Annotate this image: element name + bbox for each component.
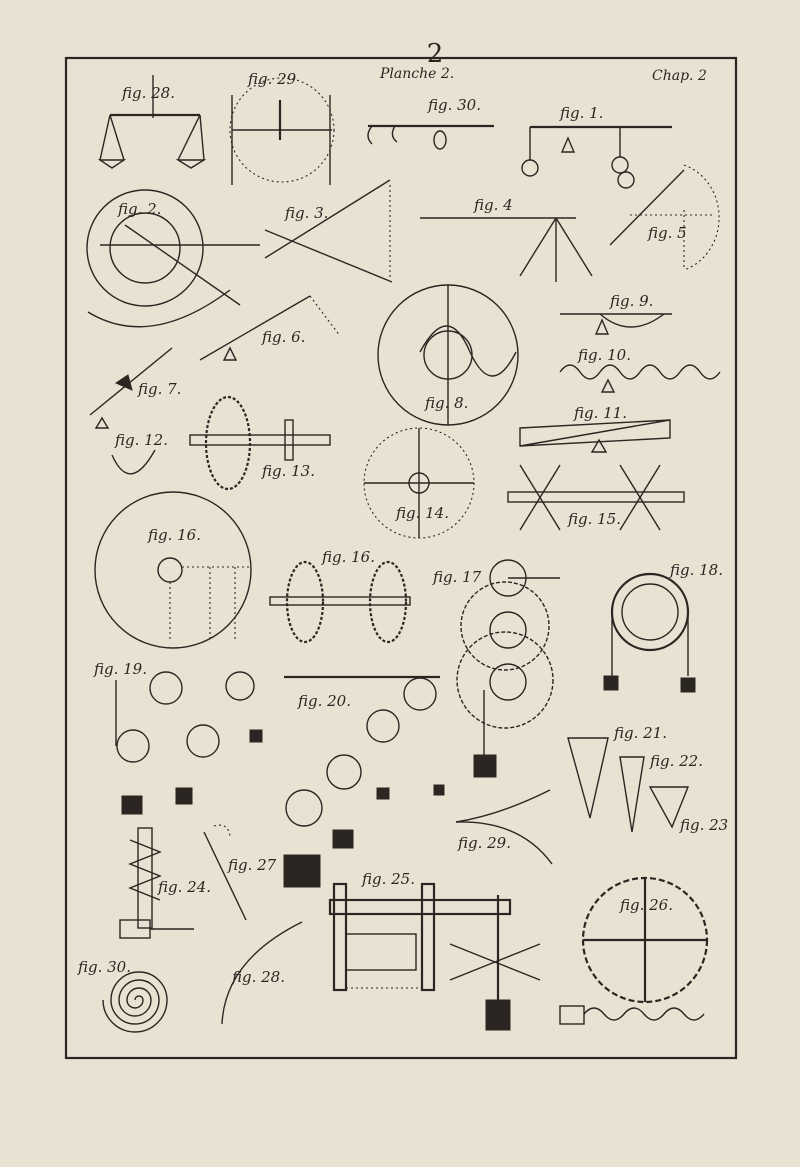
caption-fig28b: fig. 28. [231, 968, 285, 986]
figure-30-steelyard: fig. 30. [367, 96, 494, 150]
figure-26-worm-gear: fig. 26. [559, 876, 709, 1025]
caption-fig1: fig. 1. [559, 104, 603, 122]
caption-fig6: fig. 6. [261, 328, 305, 346]
caption-fig2: fig. 2. [117, 200, 161, 218]
figure-13-wheel-shaft: fig. 13. [189, 395, 331, 491]
caption-fig16b: fig. 16. [321, 548, 375, 566]
figure-6-inclined: fig. 6. [199, 295, 341, 361]
caption-fig8: fig. 8. [424, 394, 468, 412]
caption-fig24: fig. 24. [157, 878, 211, 896]
caption-fig7: fig. 7. [137, 380, 181, 398]
caption-fig11: fig. 11. [573, 404, 627, 422]
figure-17-gear-train: fig. 17 [432, 559, 560, 778]
figure-22-wedge: fig. 22. [619, 752, 703, 833]
figure-30-spiral: fig. 30. [77, 958, 168, 1033]
caption-fig3: fig. 3. [284, 204, 328, 222]
caption-fig15: fig. 15. [567, 510, 621, 528]
figure-20-compound-pulley: fig. 20. [283, 675, 445, 888]
figure-11-lever-wedge: fig. 11. [519, 404, 671, 453]
figure-28-balance: fig. 28. [97, 75, 207, 169]
figure-29-curve: fig. 29. [455, 789, 553, 865]
caption-fig13: fig. 13. [261, 462, 315, 480]
caption-fig5: fig. 5 [647, 224, 687, 242]
figure-10-wave: fig. 10. [559, 346, 721, 393]
caption-fig9: fig. 9. [609, 292, 653, 310]
caption-fig30b: fig. 30. [77, 958, 131, 976]
figure-25-press: fig. 25. [328, 870, 541, 1031]
caption-fig18: fig. 18. [669, 561, 723, 579]
figure-19-pulley-system: fig. 19. [93, 660, 263, 815]
plate-title: Planche 2. [379, 66, 454, 82]
figure-27-line: fig. 27 [203, 824, 277, 921]
caption-fig28a: fig. 28. [121, 84, 175, 102]
figure-23-wedge: fig. 23 [648, 786, 728, 834]
caption-fig22: fig. 22. [649, 752, 703, 770]
caption-fig4: fig. 4 [473, 196, 513, 214]
caption-fig29a: fig. 29 [247, 70, 297, 88]
caption-fig17: fig. 17 [432, 568, 482, 586]
caption-fig20: fig. 20. [297, 692, 351, 710]
figure-16-double-wheel: fig. 16. [269, 548, 411, 644]
caption-fig19: fig. 19. [93, 660, 147, 678]
figure-3-angle: fig. 3. [264, 179, 393, 283]
figure-24-screw: fig. 24. [119, 827, 211, 939]
figure-12-arc: fig. 12. [111, 431, 168, 475]
caption-fig26: fig. 26. [619, 896, 673, 914]
caption-fig16a: fig. 16. [147, 526, 201, 544]
figure-9-pulley-curve: fig. 9. [560, 292, 672, 335]
figure-18-pulley-wheel: fig. 18. [603, 561, 723, 693]
figure-28-curve: fig. 28. [221, 921, 303, 1025]
caption-fig10: fig. 10. [577, 346, 631, 364]
caption-fig27: fig. 27 [227, 856, 277, 874]
caption-fig30a: fig. 30. [427, 96, 481, 114]
caption-fig29b: fig. 29. [457, 834, 511, 852]
caption-fig23: fig. 23 [679, 816, 728, 834]
figure-29-lever-circle: fig. 29 [229, 70, 335, 185]
figure-16-large-circle: fig. 16. [94, 491, 252, 649]
figure-5-quadrant: fig. 5 [609, 164, 720, 271]
plate-border [64, 56, 738, 1060]
figure-7-wedge: fig. 7. [89, 347, 181, 429]
figure-2-wheel-axle: fig. 2. [86, 189, 260, 328]
caption-fig14: fig. 14. [395, 504, 449, 522]
caption-fig25: fig. 25. [361, 870, 415, 888]
caption-fig12: fig. 12. [114, 431, 168, 449]
figure-8-circle-curve: fig. 8. [377, 284, 519, 426]
figure-14-dotted-circle: fig. 14. [363, 427, 475, 539]
figure-4-forces: fig. 4 [420, 196, 593, 282]
caption-fig21: fig. 21. [613, 724, 667, 742]
figure-15-capstan: fig. 15. [507, 464, 685, 531]
chapter-label: Chap. 2 [652, 68, 707, 84]
figure-21-wedge: fig. 21. [567, 724, 667, 819]
page-number: 2 [427, 39, 444, 69]
figure-1-lever: fig. 1. [521, 104, 672, 189]
